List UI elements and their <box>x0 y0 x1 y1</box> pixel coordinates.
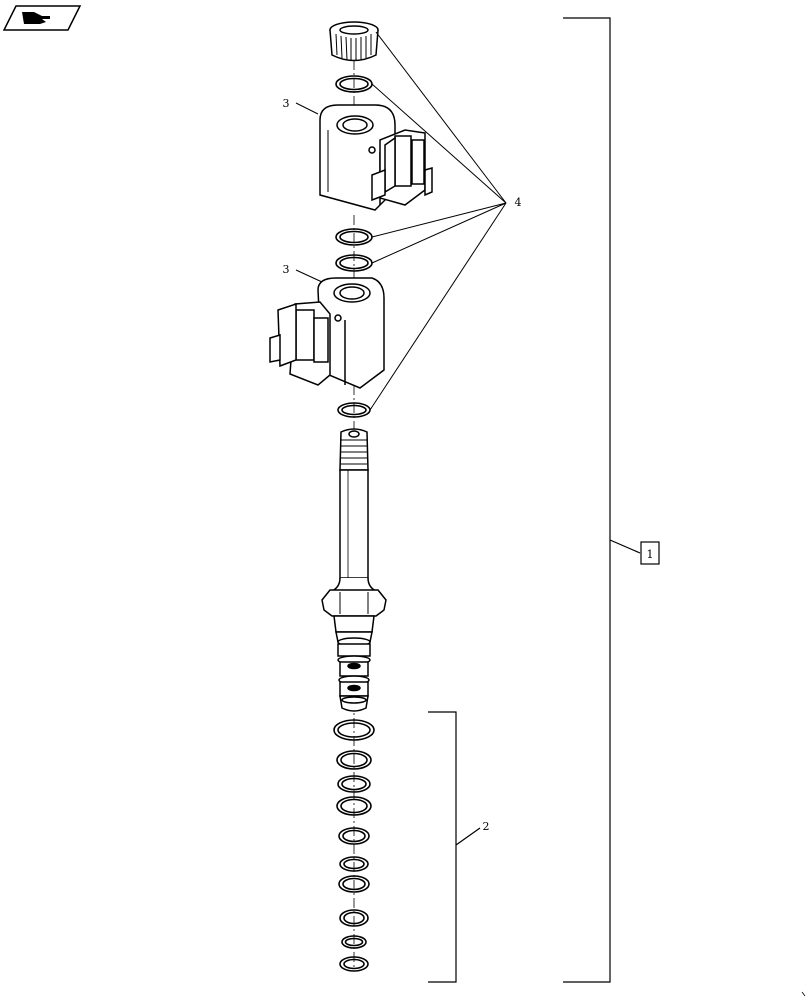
leader-line-coil-lower <box>295 269 323 283</box>
o-ring-mid-2 <box>335 254 373 272</box>
solenoid-coil-upper <box>319 104 433 211</box>
seal-ring <box>333 719 375 741</box>
seal-ring <box>339 956 369 972</box>
seal-ring <box>336 796 372 816</box>
seal-ring <box>336 750 372 770</box>
leader-lines-item-4 <box>369 31 507 411</box>
callout-o-ring: 4 <box>515 196 522 209</box>
seal-ring <box>341 935 367 949</box>
hand-pointer-icon <box>22 12 50 24</box>
nav-icon-button[interactable] <box>2 5 82 31</box>
callout-assembly: 1 <box>647 548 654 561</box>
seal-ring <box>338 875 370 893</box>
callout-coil-lower: 3 <box>283 263 290 276</box>
solenoid-coil-lower <box>269 277 385 389</box>
seal-ring <box>339 909 369 927</box>
corner-mark <box>801 991 806 997</box>
seal-ring <box>337 775 371 793</box>
nut <box>329 21 379 62</box>
callout-seal-kit: 2 <box>483 820 490 833</box>
callout-coil-upper: 3 <box>283 97 290 110</box>
valve-cartridge <box>321 428 387 712</box>
seal-ring <box>338 827 370 845</box>
seal-kit-rings <box>333 719 375 972</box>
seal-ring <box>339 856 369 872</box>
bracket-seal-kit <box>428 711 481 983</box>
callout-assembly-box: 1 <box>640 541 660 565</box>
leader-line-coil-upper <box>295 102 319 115</box>
bracket-assembly <box>563 17 641 983</box>
